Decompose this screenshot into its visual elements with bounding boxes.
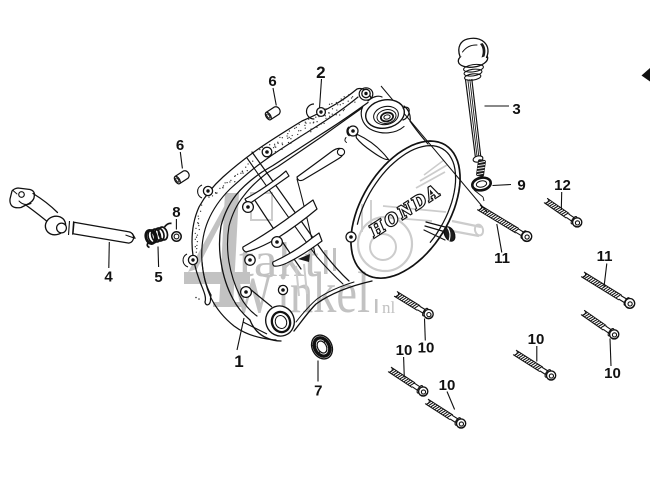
svg-text:11: 11 (494, 250, 510, 267)
svg-text:9: 9 (517, 177, 525, 194)
svg-text:4: 4 (104, 269, 113, 286)
svg-text:12: 12 (554, 177, 571, 194)
svg-text:7: 7 (314, 383, 322, 400)
svg-text:11: 11 (597, 248, 613, 265)
svg-text:10: 10 (528, 331, 545, 348)
svg-text:3: 3 (512, 101, 520, 118)
svg-text:nl: nl (382, 298, 396, 317)
svg-text:6: 6 (268, 73, 276, 90)
svg-text:10: 10 (396, 342, 413, 359)
svg-text:2: 2 (316, 63, 325, 82)
svg-text:10: 10 (604, 365, 621, 382)
svg-text:10: 10 (418, 340, 435, 357)
svg-text:w: w (230, 239, 273, 330)
svg-text:1: 1 (234, 352, 243, 371)
svg-text:6: 6 (176, 137, 184, 154)
svg-text:10: 10 (439, 377, 456, 394)
svg-text:8: 8 (172, 204, 180, 221)
svg-text:5: 5 (154, 269, 162, 286)
